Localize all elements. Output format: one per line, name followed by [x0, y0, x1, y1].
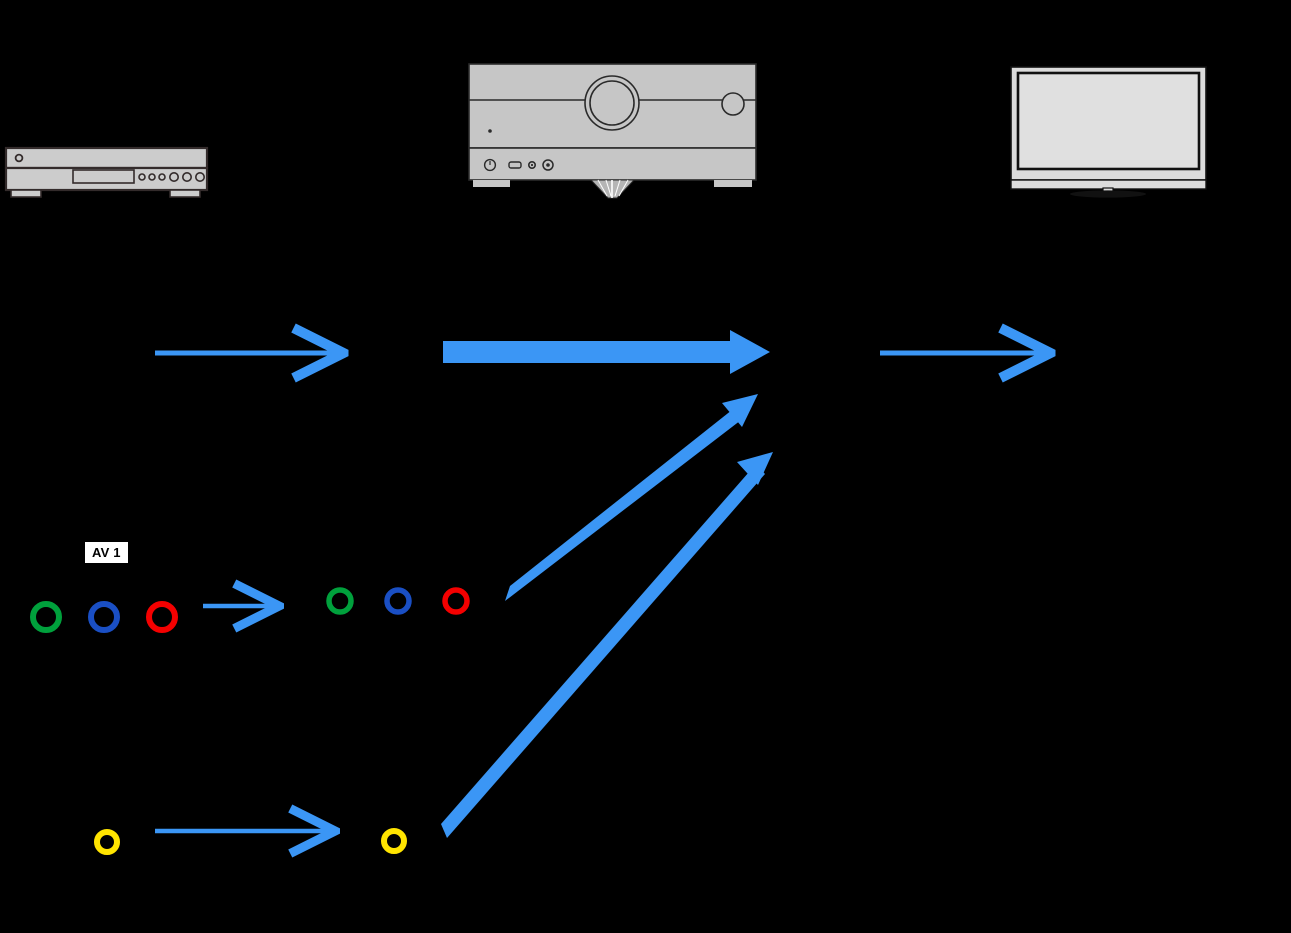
arrow-component-upconvert: [505, 394, 758, 601]
television: [1010, 66, 1207, 198]
av-receiver-lower-panel: [468, 147, 757, 181]
av-receiver: [468, 63, 757, 199]
connector-dst-green: [326, 587, 354, 615]
connector-rings: [30, 587, 470, 855]
av-receiver-usb-port-icon: [508, 161, 522, 169]
dvd-player-button-2: [148, 173, 156, 181]
tv-screen: [1016, 71, 1201, 171]
arrow-receiver-signal: [443, 330, 770, 374]
dvd-player-button-6: [195, 172, 206, 183]
connector-src-red: [146, 601, 178, 633]
dvd-player-foot-left: [10, 189, 42, 198]
tv-stand-base: [1070, 190, 1146, 198]
av-receiver-selector-knob: [721, 92, 745, 116]
av-receiver-center-foot: [589, 179, 636, 199]
dvd-player-disc-tray: [72, 169, 135, 184]
dvd-player-top-panel: [4, 146, 209, 170]
av-receiver-headphone-jack-icon: [542, 159, 554, 171]
dvd-player-indicator-icon: [14, 153, 24, 163]
av-receiver-headphone-jack-hole: [546, 163, 550, 167]
av-receiver-power-button-icon: [483, 158, 497, 172]
signal-arrows: [155, 330, 1048, 838]
av-receiver-foot-right: [714, 180, 752, 187]
connector-dst-red: [442, 587, 470, 615]
connector-src-blue: [88, 601, 120, 633]
dvd-player-button-4: [169, 172, 180, 183]
label-av1: AV 1: [85, 542, 128, 563]
connector-src-green: [30, 601, 62, 633]
dvd-player: [4, 146, 209, 198]
dvd-player-button-3: [158, 173, 166, 181]
dvd-player-button-5: [182, 172, 193, 183]
av-receiver-status-led-icon: [488, 129, 492, 133]
av-receiver-volume-knob-inner: [589, 80, 635, 126]
av-receiver-foot-left: [473, 180, 510, 187]
connector-dst-blue: [384, 587, 412, 615]
connector-src-yellow: [94, 829, 120, 855]
arrow-composite-upconvert: [441, 452, 773, 838]
av-receiver-small-jack-hole: [530, 163, 534, 167]
dvd-player-button-1: [138, 173, 146, 181]
av-receiver-small-jack-icon: [527, 161, 536, 170]
dvd-player-foot-right: [169, 189, 201, 198]
connector-dst-yellow: [381, 828, 407, 854]
